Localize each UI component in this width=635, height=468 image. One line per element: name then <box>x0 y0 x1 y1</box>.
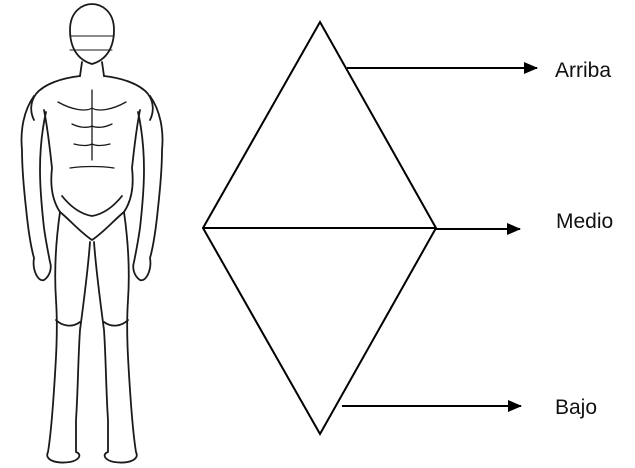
label-bajo: Bajo <box>555 396 597 419</box>
figure-chest <box>58 90 126 168</box>
figure-head <box>70 4 114 64</box>
arrows <box>342 68 537 406</box>
figure-head-guide-lines <box>70 36 114 50</box>
figure-hips <box>60 196 124 240</box>
rhombus-diagram <box>203 22 436 434</box>
label-medio: Medio <box>556 210 613 233</box>
human-figure-drawing <box>22 4 163 463</box>
figure-right-leg <box>94 212 137 463</box>
label-arriba: Arriba <box>555 59 611 82</box>
figure-left-leg <box>47 212 90 463</box>
